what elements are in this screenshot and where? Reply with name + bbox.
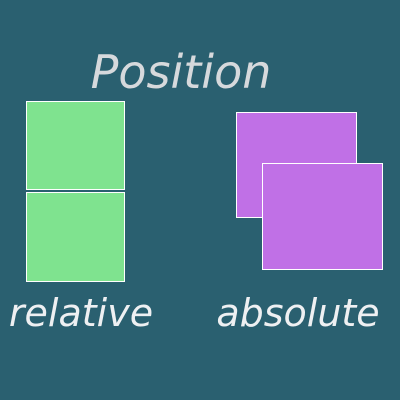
relative-box-bottom — [26, 192, 125, 282]
absolute-box-front — [262, 163, 383, 270]
relative-label: relative — [8, 291, 154, 335]
relative-box-top — [26, 101, 125, 190]
absolute-label: absolute — [216, 291, 380, 335]
diagram-title: Position — [90, 45, 272, 99]
